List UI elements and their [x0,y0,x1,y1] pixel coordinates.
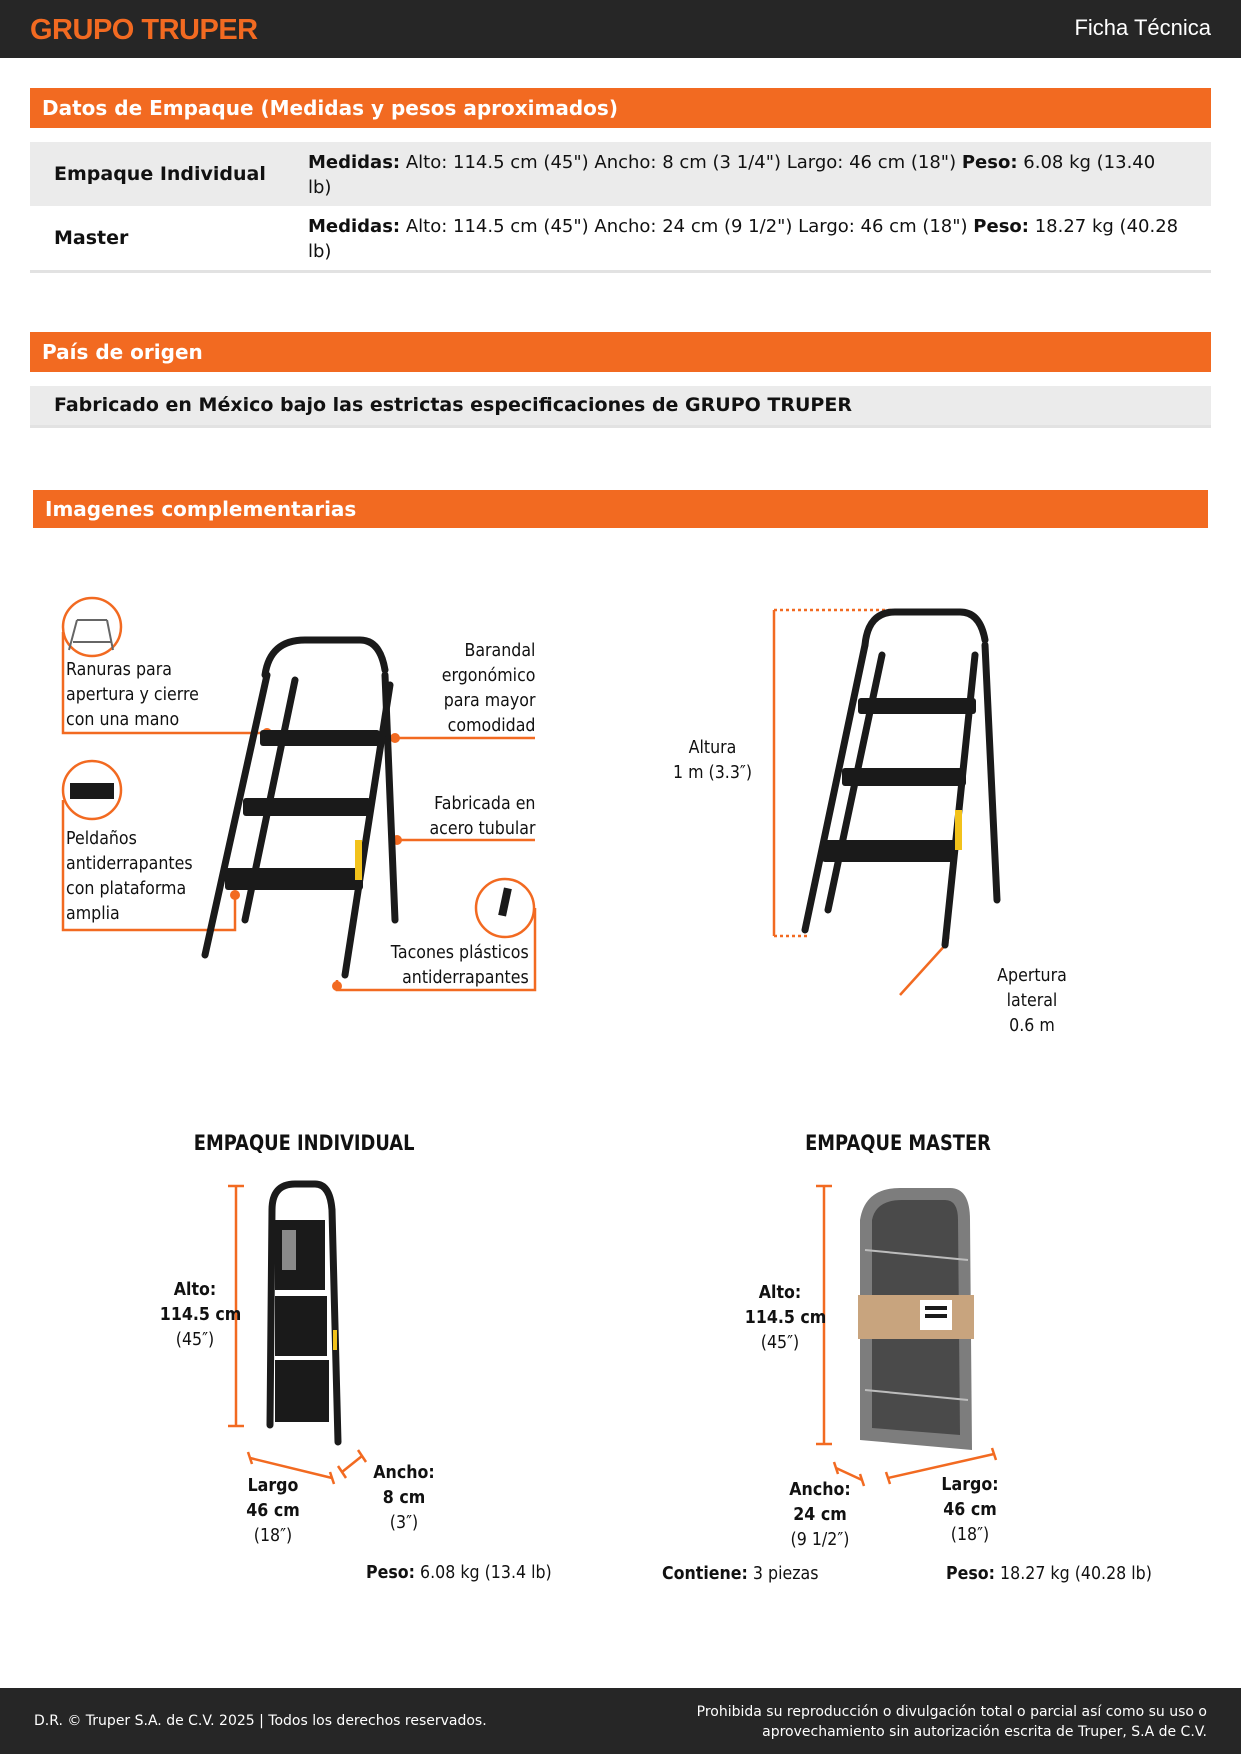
ladder-features-illustration [61,596,537,992]
table-row-master: Master Medidas: Alto: 114.5 cm (45") Anc… [30,206,1211,273]
medidas-value: Alto: 114.5 cm (45") Ancho: 8 cm (3 1/4"… [405,152,957,173]
brand-logo: GRUPO TRUPER [30,14,258,46]
individual-package-illustration [228,1180,368,1485]
peso-label: Peso: [973,216,1029,237]
master-contiene-label: Contiene: 3 piezas [662,1563,819,1584]
master-alto-label: Alto:114.5 cm(45″) [744,1282,827,1353]
top-bar: GRUPO TRUPER Ficha Técnica [0,0,1241,58]
table-row-individual: Empaque Individual Medidas: Alto: 114.5 … [30,142,1211,206]
peso-label: Peso: [961,152,1018,173]
individual-peso-label: Peso: 6.08 kg (13.4 lb) [366,1562,552,1583]
master-package-illustration [816,1184,998,1487]
master-package-title: EMPAQUE MASTER [805,1131,991,1155]
row-value: Medidas: Alto: 114.5 cm (45") Ancho: 8 c… [308,150,1181,200]
row-label: Master [54,227,129,249]
section-header-packaging: Datos de Empaque (Medidas y pesos aproxi… [30,88,1211,128]
peso-value: 6.08 kg (13.40 lb) [308,152,1156,198]
individual-ancho-label: Ancho:8 cm(3″) [373,1462,435,1533]
footer: D.R. © Truper S.A. de C.V. 2025 | Todos … [0,1688,1241,1754]
master-largo-label: Largo:46 cm(18″) [941,1474,999,1545]
individual-package-title: EMPAQUE INDIVIDUAL [193,1131,415,1155]
peso-value: 18.27 kg (40.28 lb) [308,216,1179,262]
row-label: Empaque Individual [54,163,266,185]
section-header-images: Imagenes complementarias [33,490,1208,528]
medidas-value: Alto: 114.5 cm (45") Ancho: 24 cm (9 1/2… [405,216,968,237]
section-header-origin: País de origen [30,332,1211,372]
origin-text: Fabricado en México bajo las estrictas e… [54,394,852,416]
ladder-dimensions-illustration [772,608,1001,996]
medidas-label: Medidas: [308,152,401,173]
medidas-label: Medidas: [308,216,401,237]
copyright-text: D.R. © Truper S.A. de C.V. 2025 | Todos … [34,1713,487,1729]
legal-notice: Prohibida su reproducción o divulgación … [696,1704,1207,1740]
row-value: Medidas: Alto: 114.5 cm (45") Ancho: 24 … [308,214,1181,264]
master-peso-label: Peso: 18.27 kg (40.28 lb) [946,1563,1152,1584]
origin-row: Fabricado en México bajo las estrictas e… [30,386,1211,428]
master-ancho-label: Ancho:24 cm(9 1/2″) [789,1479,851,1550]
individual-alto-label: Alto:114.5 cm(45″) [159,1279,242,1350]
document-title: Ficha Técnica [1074,15,1211,40]
